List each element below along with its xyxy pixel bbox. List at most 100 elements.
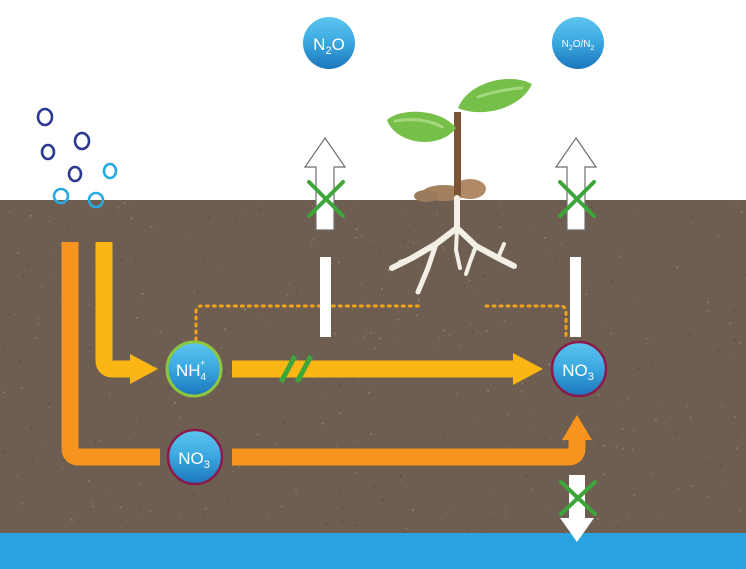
soil-speck [30,215,32,217]
soil-speck [262,317,263,318]
soil-speck [8,313,10,315]
soil-speck [707,301,709,303]
soil-speck [275,443,277,445]
soil-speck [469,279,471,281]
soil-speck [651,360,653,362]
soil-speck [364,336,366,338]
soil-speck [365,329,367,331]
soil-speck [484,275,486,277]
soil-speck [597,445,599,447]
soil-speck [368,392,370,394]
soil-speck [166,317,167,318]
soil-speck [447,202,448,203]
soil-speck [310,380,311,381]
soil-speck [354,441,355,442]
soil-speck [4,399,6,401]
soil-speck [505,514,506,515]
soil-speck [714,359,716,361]
soil-speck [219,531,220,532]
soil-speck [37,317,38,318]
soil-speck [622,448,624,450]
soil-speck [712,308,714,310]
soil-speck [563,315,565,317]
soil-speck [85,274,86,275]
soil-speck [310,441,312,443]
soil-speck [416,314,418,316]
soil-speck [356,338,357,339]
soil-speck [365,387,366,388]
soil-speck [174,283,176,285]
soil-speck [339,412,341,414]
soil-speck [412,242,414,244]
soil-speck [684,211,685,212]
soil-speck [312,350,314,352]
gas-label-a: N [562,39,569,50]
soil-speck [94,441,96,443]
soil-speck [356,228,358,230]
soil-speck [133,202,134,203]
soil-speck [404,209,405,210]
soil-speck [179,514,180,515]
soil-speck [650,473,652,475]
soil-speck [38,323,40,325]
soil-speck [312,282,314,284]
soil-speck [614,458,615,459]
soil-speck [305,501,306,502]
soil-speck [282,421,284,423]
soil-speck [486,330,488,332]
soil-speck [79,365,81,367]
soil-speck [67,226,69,228]
soil-speck [678,450,679,451]
nitrate-top-label: NO [562,361,588,380]
soil-speck [56,238,57,239]
soil-speck [496,213,498,215]
soil-speck [339,489,341,491]
soil-speck [234,220,236,222]
soil-speck [319,432,321,434]
soil-speck [220,269,221,270]
soil-speck [725,296,726,297]
soil-speck [722,496,723,497]
soil-speck [13,303,15,305]
soil-speck [498,226,500,228]
soil-speck [355,418,357,420]
soil-speck [257,433,259,435]
ammonium-bubble: NH4+ [167,342,221,396]
soil-speck [506,439,508,441]
soil-speck [242,357,243,358]
soil-speck [455,328,456,329]
soil-speck [678,488,680,490]
soil-speck [232,471,234,473]
soil-speck [617,526,619,528]
soil-speck [619,260,620,261]
soil-speck [521,391,523,393]
soil-speck [373,485,375,487]
soil-speck [602,445,604,447]
soil-speck [531,345,532,346]
soil-speck [370,433,372,435]
soil-speck [17,252,19,254]
soil-speck [483,231,485,233]
soil-speck [311,205,313,207]
soil-speck [205,508,207,510]
soil-speck [70,518,72,520]
soil-speck [28,265,30,267]
soil-speck [458,344,460,346]
nitrate-top-sub: 3 [588,371,594,383]
soil-speck [696,202,698,204]
soil-speck [663,355,665,357]
soil-speck [92,505,94,507]
soil-speck [426,388,427,389]
soil-speck [160,331,162,333]
soil-speck [309,474,311,476]
soil-speck [715,432,716,433]
soil-speck [134,257,136,259]
soil-speck [138,302,139,303]
soil-speck [548,363,550,365]
soil-speck [312,239,314,241]
soil-speck [247,265,248,266]
soil-speck [296,295,297,296]
soil-speck [110,491,111,492]
soil-speck [382,499,384,501]
soil-speck [140,519,141,520]
